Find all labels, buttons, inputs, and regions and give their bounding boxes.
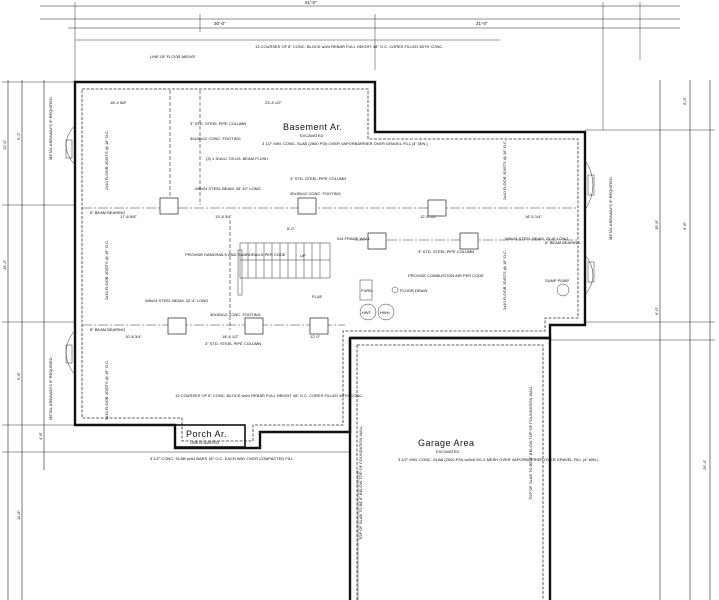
columns bbox=[159, 197, 479, 335]
porch-note: 3 1/2" CONC. SLAB w/#3 BARS 16" O.C. EAC… bbox=[150, 456, 294, 461]
note-steel-beam-2: W8x24 STEEL BEAM, 20'-8" LONG bbox=[505, 236, 568, 241]
dim-left-4: 5'-8" bbox=[16, 371, 21, 380]
dim-int-10: 12'-0" bbox=[310, 334, 321, 339]
note-pipe-col-4: 3" STD. STEEL PIPE COLUMN bbox=[205, 341, 261, 346]
dim-int-3: 17'-8 5/8" bbox=[120, 214, 137, 219]
dim-int-6: 16'-5 1/4" bbox=[525, 214, 542, 219]
dim-int-8: 18'-8 1/2" bbox=[222, 334, 239, 339]
interior-dimensions: 18'-4 5/8" 23'-8 1/2" 17'-8 5/8" 13'-8 3… bbox=[110, 100, 542, 339]
note-egress-1: METAL AREAWAYS IF REQUIRED bbox=[48, 97, 53, 160]
note-lvl-beam: (3) 1 3/4x11 7/8 LVL BEAM FLUSH bbox=[206, 156, 268, 161]
left-dimensions: 12'-0" 16'-4" 9'-2" 5'-8" 4'-8" 11'-8" bbox=[2, 80, 350, 600]
dim-int-7: 10'-8 3/4" bbox=[125, 334, 142, 339]
note-footing-3: 30x30x12 CONC. FOOTING bbox=[210, 312, 261, 317]
porch-title: Porch Ar. bbox=[186, 429, 227, 439]
note-line-of-floor: LINE OF FLOOR ABOVE bbox=[150, 54, 195, 59]
stair: UP bbox=[237, 242, 331, 296]
note-pipe-col-3: 3" STD. STEEL PIPE COLUMN bbox=[418, 249, 474, 254]
note-beam-bearing-1: 8" BEAM BEARING bbox=[90, 210, 125, 215]
furnace-label: FURN. bbox=[361, 288, 373, 293]
dim-right-2: 15'-8" bbox=[654, 219, 659, 230]
mechanical: FURN. HWT HWH bbox=[359, 279, 570, 321]
dim-overall-top: 51'-0" bbox=[305, 0, 317, 5]
foundation-walls bbox=[73, 80, 587, 600]
dim-int-2: 23'-8 1/2" bbox=[265, 100, 282, 105]
note-steel-beam-3: W8x24 STEEL BEAM, 32'-4" LONG bbox=[145, 298, 208, 303]
window-wells bbox=[65, 124, 595, 376]
note-pipe-col-2: 3" STD. STEEL PIPE COLUMN bbox=[290, 176, 346, 181]
dim-left-6: 11'-8" bbox=[16, 510, 21, 520]
note-flue: FLUE bbox=[312, 294, 323, 299]
note-steel-beam-1: W8x24 STEEL BEAM, 35'-10" LONG bbox=[195, 186, 261, 191]
note-joists-1: 2x10 FLOOR JOISTS @ 16" O.C. bbox=[104, 130, 109, 190]
note-footing-2: 30x30x12 CONC. FOOTING bbox=[290, 191, 341, 196]
dim-int-9: 6'-0" bbox=[287, 226, 296, 231]
hwh-label: HWH bbox=[380, 310, 390, 315]
note-frame-wall: 2x4 FRAME WALL bbox=[337, 236, 371, 241]
dim-left-3: 9'-2" bbox=[16, 131, 21, 140]
note-footing-1: 30x30x12 CONC. FOOTING bbox=[190, 136, 241, 141]
garage-sub: EXCAVATED bbox=[436, 449, 459, 454]
note-sump: SUMP PUMP bbox=[545, 278, 569, 283]
note-egress-2: METAL AREAWAYS IF REQUIRED bbox=[48, 357, 53, 420]
notes: LINE OF FLOOR ABOVE 13 COURSES OF 8" CON… bbox=[48, 44, 613, 540]
note-beam-bearing-2: 8" BEAM BEARING bbox=[90, 327, 125, 332]
note-joists-2: 2x10 FLOOR JOISTS @ 16" O.C. bbox=[104, 240, 109, 300]
note-floor-drain: FLOOR DRAIN bbox=[400, 288, 427, 293]
dim-int-4: 13'-8 3/4" bbox=[215, 214, 232, 219]
porch-sub: UNEXCAVATED bbox=[190, 440, 219, 445]
basement-sub: EXCAVATED bbox=[300, 133, 323, 138]
room-labels: Basement Ar. EXCAVATED 3 1/2" MIN. CONC.… bbox=[150, 122, 599, 462]
top-dimensions: 51'-0" 30'-0" 21'-0" bbox=[40, 0, 680, 130]
right-dimensions: 6'-0" 15'-8" 9'-8" 6'-0" 26'-4" bbox=[550, 80, 715, 600]
note-block-bottom: 13 COURSES OF 8" CONC. BLOCK w/#4 REBAR … bbox=[175, 393, 363, 398]
note-joists-3: 2x10 FLOOR JOISTS @ 16" O.C. bbox=[104, 360, 109, 420]
note-egress-3: METAL AREAWAYS IF REQUIRED bbox=[608, 177, 613, 240]
note-block-top: 13 COURSES OF 8" CONC. BLOCK w/#4 REBAR … bbox=[255, 44, 443, 49]
garage-title: Garage Area bbox=[418, 438, 475, 448]
note-joists-5: 2x10 FLOOR JOISTS @ 16" O.C. bbox=[502, 250, 507, 310]
dim-left-2: 16'-4" bbox=[2, 259, 7, 270]
dim-right-5: 26'-4" bbox=[702, 459, 707, 470]
dim-right-3: 9'-8" bbox=[682, 221, 687, 230]
basement-note: 3 1/2" MIN. CONC. SLAB (2500 PSI) OVER V… bbox=[262, 141, 428, 146]
note-combustion: PROVIDE COMBUSTION AIR PER CODE bbox=[408, 273, 484, 278]
dim-left-1: 12'-0" bbox=[2, 139, 7, 150]
dim-int-1: 18'-4 5/8" bbox=[110, 100, 127, 105]
hwt-label: HWT bbox=[362, 310, 372, 315]
dim-right-4: 6'-0" bbox=[654, 306, 659, 315]
note-slab-right: TOP OF SLAB TO BE 8" BELOW TOP OF FOUNDA… bbox=[528, 385, 533, 500]
note-handrail: PROVIDE HANDRAILS AND GUARDRAILS PER COD… bbox=[185, 252, 286, 257]
dim-top-right: 21'-0" bbox=[476, 21, 488, 26]
dim-int-5: 12'-8 1/2" bbox=[420, 214, 437, 219]
note-beam-bearing-3: 8" BEAM BEARING bbox=[545, 240, 580, 245]
note-pipe-col-1: 3" STD. STEEL PIPE COLUMN bbox=[190, 121, 246, 126]
garage-note: 3 1/2" MIN. CONC. SLAB (2500 PSI) w/6x6 … bbox=[398, 457, 599, 462]
note-joists-4: 2x10 FLOOR JOISTS @ 16" O.C. bbox=[502, 140, 507, 200]
dim-right-1: 6'-0" bbox=[682, 96, 687, 105]
note-slab-left: TOP OF SLAB TO BE 8" BELOW TOP OF FOUNDA… bbox=[358, 425, 363, 540]
stair-up-label: UP bbox=[300, 253, 306, 258]
basement-title: Basement Ar. bbox=[283, 122, 343, 132]
dim-top-left: 30'-0" bbox=[214, 21, 226, 26]
dim-left-5: 4'-8" bbox=[38, 431, 43, 440]
